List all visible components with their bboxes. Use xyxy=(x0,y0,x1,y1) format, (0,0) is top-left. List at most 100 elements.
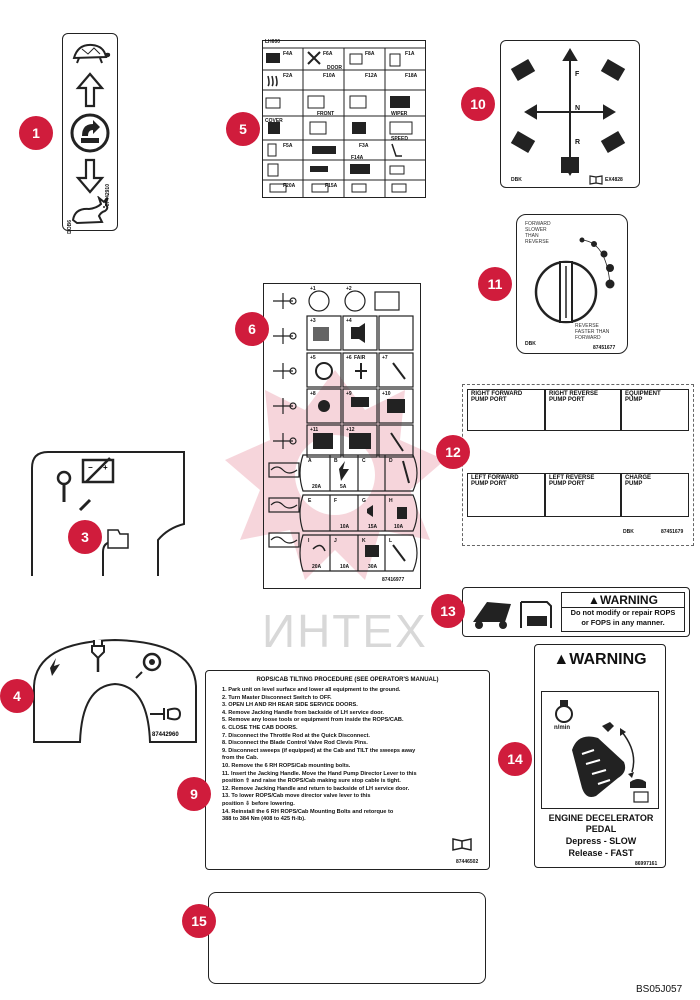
fuse-label: F8A xyxy=(365,51,375,57)
procedure-step: 2. Turn Master Disconnect Switch to OFF. xyxy=(222,694,332,701)
dial-bottom-line: FASTER THAN xyxy=(575,329,610,335)
manual-icon xyxy=(452,838,472,851)
decel-line: ENGINE DECELERATOR xyxy=(548,813,654,823)
svg-text:−: − xyxy=(88,463,93,472)
fuse-amp: 15A xyxy=(368,524,378,530)
procedure-step: 3. OPEN LH AND RH REAR SIDE SERVICE DOOR… xyxy=(222,702,358,709)
fuse-amp: 20A xyxy=(312,484,322,490)
procedure-step: 388 to 384 Nm (408 to 425 ft-lb). xyxy=(222,816,306,823)
relay-number: +9 xyxy=(346,391,352,397)
decel-warning-heading: ▲WARNING xyxy=(539,651,661,669)
fuse-label: F5A xyxy=(283,143,293,149)
pump-port-line: PUMP PORT xyxy=(549,397,585,403)
procedure-step: 5. Remove any loose tools or equipment f… xyxy=(222,717,404,724)
svg-text:+: + xyxy=(103,463,108,472)
speed-dial-knob xyxy=(534,237,615,324)
pump-port-line: PUMP xyxy=(625,397,643,403)
relay-grid-graphic xyxy=(268,290,418,572)
dial-top-line: SLOWER xyxy=(525,227,547,233)
decal-15-blank-plate xyxy=(208,892,486,984)
fuse-letter: L xyxy=(389,538,393,544)
marker-5: 5 xyxy=(226,112,260,146)
pump-port-line: PUMP PORT xyxy=(549,481,585,487)
fuse-circuit-label: DOOR xyxy=(327,65,342,71)
fuse-letter: I xyxy=(308,538,310,544)
decal-5-fuse-chart: LH600 F4A xyxy=(262,39,426,198)
marker-13: 13 xyxy=(431,594,465,628)
fuse-circuit-label: WIPER xyxy=(391,111,408,117)
procedure-step: 1. Park unit on level surface and lower … xyxy=(222,687,401,693)
marker-9: 9 xyxy=(177,777,211,811)
fuse-label: F2A xyxy=(283,73,293,79)
pump-port-cell: RIGHT REVERSE PUMP PORT xyxy=(545,389,621,431)
relay-number: +1 xyxy=(310,286,316,292)
procedure-step: from the Cab. xyxy=(222,755,259,762)
relay-number: +11 xyxy=(310,427,319,433)
decel-line: Release - FAST xyxy=(568,848,634,858)
decal-10-code: DBK xyxy=(511,177,522,183)
dial-bottom-text: REVERSE FASTER THAN FORWARD xyxy=(575,323,609,341)
decal-13-rops-warning: ▲WARNING Do not modify or repair ROPS or… xyxy=(462,587,690,637)
fuse-label: F4A xyxy=(283,51,293,57)
decal-6-relay-fuse-chart: +1 +2 +3 +4 +5 +6 FAIR +7 +8 +9 +10 +11 … xyxy=(263,283,421,589)
decal-1-direction: 87442910 DOB6 xyxy=(62,33,118,234)
pump-port-cell: EQUIPMENT PUMP xyxy=(621,389,689,431)
pump-port-cell: LEFT FORWARD PUMP PORT xyxy=(467,473,545,517)
procedure-step: position ⇩ before lowering. xyxy=(222,800,295,807)
relay-number: +8 xyxy=(310,391,316,397)
fuse-letter: H xyxy=(389,498,393,504)
marker-10: 10 xyxy=(461,87,495,121)
decal-5-header: LH600 xyxy=(265,39,281,45)
direction-letter: F xyxy=(575,71,580,78)
decal-12-pump-port-labels: RIGHT FORWARD PUMP PORT RIGHT REVERSE PU… xyxy=(462,384,694,546)
dial-top-line: REVERSE xyxy=(525,239,549,245)
decel-pedal-panel: n/min xyxy=(541,691,659,809)
warning-line: Do not modify or repair ROPS xyxy=(570,608,676,617)
turtle-icon xyxy=(72,43,111,64)
decal-12-code: DBK xyxy=(623,529,634,535)
fuse-label: F15A xyxy=(325,183,338,189)
fuse-letter: A xyxy=(308,458,312,464)
fuse-label: F20A xyxy=(283,183,296,189)
fuse-amp: 10A xyxy=(394,524,404,530)
dial-top-text: FORWARD SLOWER THAN REVERSE xyxy=(525,221,551,245)
decal-6-part-number: 87416977 xyxy=(382,577,405,583)
warning-triangle-icon: ▲ xyxy=(588,593,600,607)
fuse-label: F1A xyxy=(405,51,415,57)
warning-triangle-icon: ▲ xyxy=(553,651,570,668)
rpm-unit: n/min xyxy=(554,725,570,731)
relay-number: +10 xyxy=(382,391,391,397)
fuse-letter: G xyxy=(362,498,366,504)
procedure-step: 10. Remove the 6 RH ROPS/Cab mounting bo… xyxy=(222,762,351,769)
fuse-amp: 20A xyxy=(312,564,322,570)
marker-11: 11 xyxy=(478,267,512,301)
procedure-step: 13. To lower ROPS/Cab move director valv… xyxy=(222,793,371,800)
procedure-step: 6. CLOSE THE CAB DOORS. xyxy=(222,724,298,731)
dial-bottom-line: REVERSE xyxy=(575,323,599,329)
warning-word: WARNING xyxy=(569,651,647,668)
fuse-letter: D xyxy=(389,458,393,464)
relay-number: +6 xyxy=(346,355,352,361)
warning-word: WARNING xyxy=(599,593,658,607)
procedure-step: 14. Reinstall the 6 RH ROPS/Cab Mounting… xyxy=(222,808,394,815)
fuse-amp: 10A xyxy=(340,524,350,530)
fuse-label: F10A xyxy=(323,73,336,79)
decal-11-code: DBK xyxy=(525,341,536,347)
arrow-up-icon xyxy=(75,72,105,108)
warning-heading: ▲WARNING xyxy=(562,593,684,608)
marker-12: 12 xyxy=(436,435,470,469)
fuse-label: F6A xyxy=(323,51,333,57)
decal-1-part-number: 87442910 xyxy=(105,184,111,207)
fuse-amp: 30A xyxy=(368,564,378,570)
procedure-step: 8. Disconnect the Blade Control Valve Ro… xyxy=(222,740,368,747)
pump-port-line: PUMP PORT xyxy=(471,481,507,487)
pedal-icon xyxy=(555,700,649,803)
pump-port-line: LEFT FORWARD xyxy=(471,475,519,481)
pump-port-line: RIGHT REVERSE xyxy=(549,391,599,397)
pump-port-line: RIGHT FORWARD xyxy=(471,391,523,397)
fuse-letter: K xyxy=(362,538,366,544)
dial-top-line: THAN xyxy=(525,233,539,239)
marker-1: 1 xyxy=(19,116,53,150)
speed-control-icon xyxy=(70,113,110,153)
fuse-letter: C xyxy=(362,458,366,464)
